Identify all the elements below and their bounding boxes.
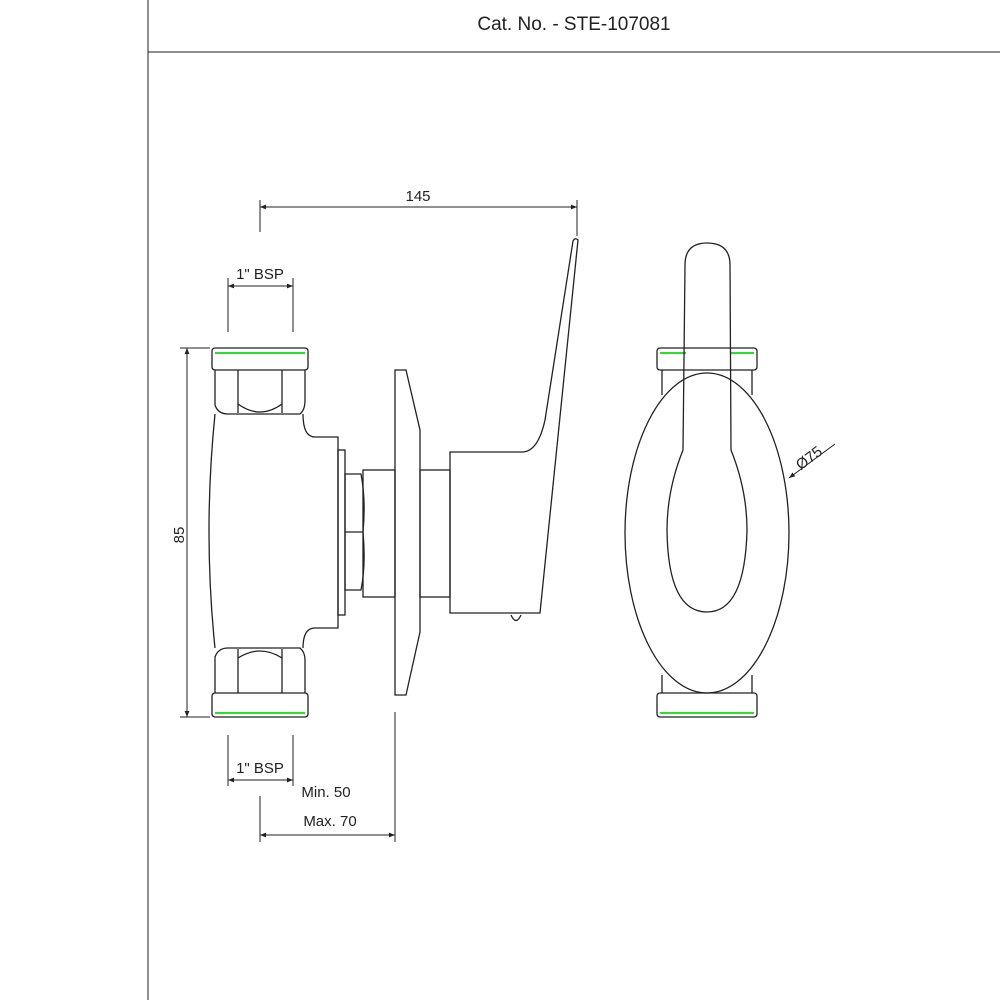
dimension-bsp-top: 1" BSP <box>227 266 294 332</box>
side-view <box>208 238 579 718</box>
catalog-number-title: Cat. No. - STE-107081 <box>477 14 671 35</box>
bsp-top-label: 1" BSP <box>236 266 284 283</box>
dimension-145: 145 <box>259 188 578 236</box>
drawing-frame <box>147 0 1000 1000</box>
dimension-85: 85 <box>171 347 210 718</box>
wall-min-label: Min. 50 <box>301 784 350 801</box>
dimension-bsp-bottom: 1" BSP <box>227 735 294 786</box>
bsp-bottom-label: 1" BSP <box>236 760 284 777</box>
wall-max-label: Max. 70 <box>303 813 356 830</box>
dimension-wall-depth: Min. 50 Max. 70 <box>259 712 396 842</box>
dimension-85-label: 85 <box>171 527 188 544</box>
front-view <box>624 242 790 718</box>
dimension-145-label: 145 <box>405 188 430 205</box>
diameter-75-label: Ø75 <box>793 443 826 474</box>
dimension-diameter-75: Ø75 <box>788 443 836 479</box>
